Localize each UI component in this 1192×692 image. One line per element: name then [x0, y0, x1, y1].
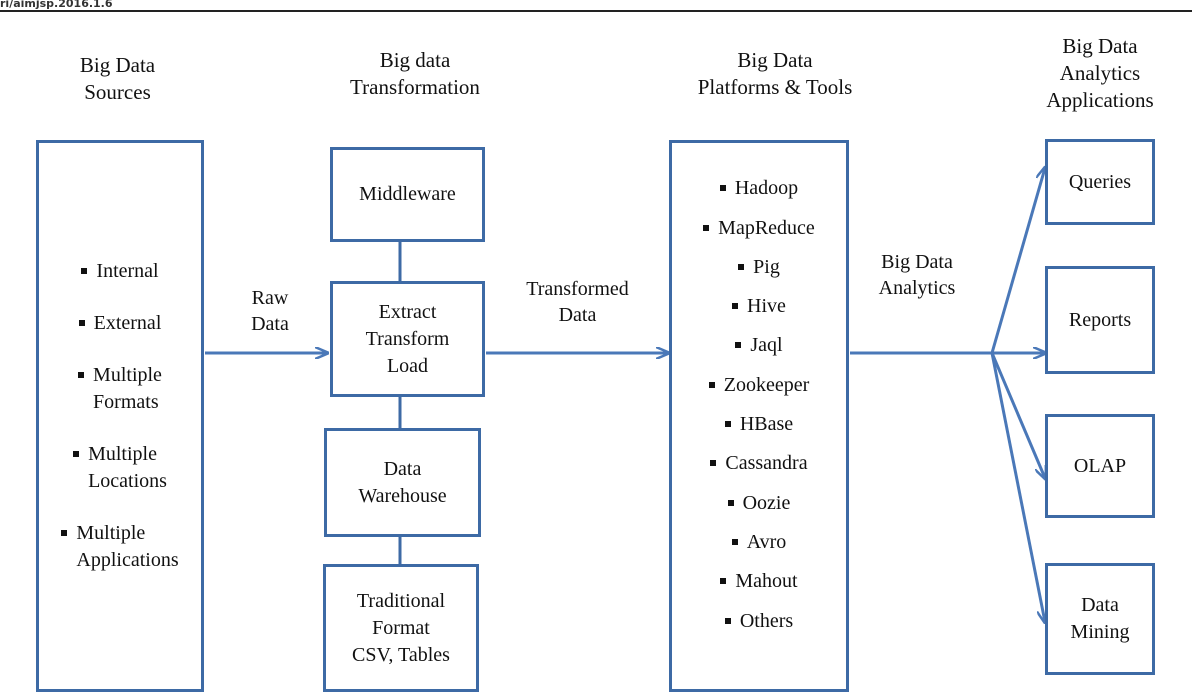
arrow-to-data-mining — [990, 352, 1045, 622]
olap-box: OLAP — [1045, 414, 1155, 518]
bullet-icon — [719, 185, 726, 192]
queries-box: Queries — [1045, 139, 1155, 225]
top-rule — [0, 10, 1192, 12]
source-item: External — [78, 310, 161, 337]
platform-item: MapReduce — [703, 215, 815, 242]
middleware-box: Middleware — [330, 147, 485, 242]
bullet-icon — [738, 263, 745, 270]
bullet-icon — [78, 372, 85, 378]
bullet-icon — [73, 451, 80, 457]
bullet-icon — [735, 342, 742, 349]
transformation-title: Big data Transformation — [350, 48, 480, 99]
platforms-title: Big Data Platforms & Tools — [697, 48, 853, 99]
traditional-format-box: Traditional Format CSV, Tables — [323, 564, 479, 692]
platform-item: Others — [724, 608, 793, 635]
bullet-icon — [710, 460, 717, 467]
header-fragment: ri/aimjsp.2016.1.6 — [0, 0, 113, 10]
warehouse-box: Data Warehouse — [324, 428, 481, 537]
analytics-label: Big Data Analytics — [878, 251, 956, 299]
platform-item: Mahout — [720, 568, 798, 595]
bullet-icon — [61, 530, 68, 536]
arrow-to-olap — [990, 352, 1045, 478]
bullet-icon — [78, 320, 85, 326]
source-item: Internal — [81, 258, 159, 285]
platform-item: Pig — [738, 254, 780, 281]
platform-item: Hadoop — [719, 175, 798, 202]
bullet-icon — [732, 303, 739, 310]
platforms-box: Hadoop MapReduce Pig Hive Jaql Zookeeper… — [669, 140, 849, 692]
platform-item: Oozie — [727, 490, 790, 517]
applications-title: Big Data Analytics Applications — [1046, 34, 1154, 112]
bullet-icon — [708, 381, 715, 388]
bullet-icon — [727, 499, 734, 506]
raw-data-label: Raw Data — [251, 287, 289, 335]
platform-item: HBase — [724, 411, 793, 438]
bullet-icon — [724, 617, 731, 624]
bullet-icon — [724, 421, 731, 428]
source-item: Multiple Applications — [61, 520, 179, 574]
bullet-icon — [703, 224, 710, 231]
sources-box: Internal External Multiple Formats Multi… — [36, 140, 204, 692]
data-mining-box: Data Mining — [1045, 563, 1155, 675]
bullet-icon — [720, 578, 727, 585]
source-item: Multiple Formats — [78, 362, 162, 416]
platform-item: Avro — [731, 529, 786, 556]
platform-item: Hive — [732, 293, 786, 320]
platform-item: Jaql — [735, 332, 783, 359]
etl-box: Extract Transform Load — [330, 281, 485, 397]
platform-item: Cassandra — [710, 450, 808, 477]
bullet-icon — [81, 268, 88, 274]
bullet-icon — [731, 538, 738, 545]
arrow-to-queries — [990, 168, 1045, 354]
sources-title: Big Data Sources — [79, 53, 156, 104]
transformed-data-label: Transformed Data — [526, 278, 629, 326]
reports-box: Reports — [1045, 266, 1155, 374]
platform-item: Zookeeper — [708, 372, 809, 399]
source-item: Multiple Locations — [73, 441, 167, 495]
